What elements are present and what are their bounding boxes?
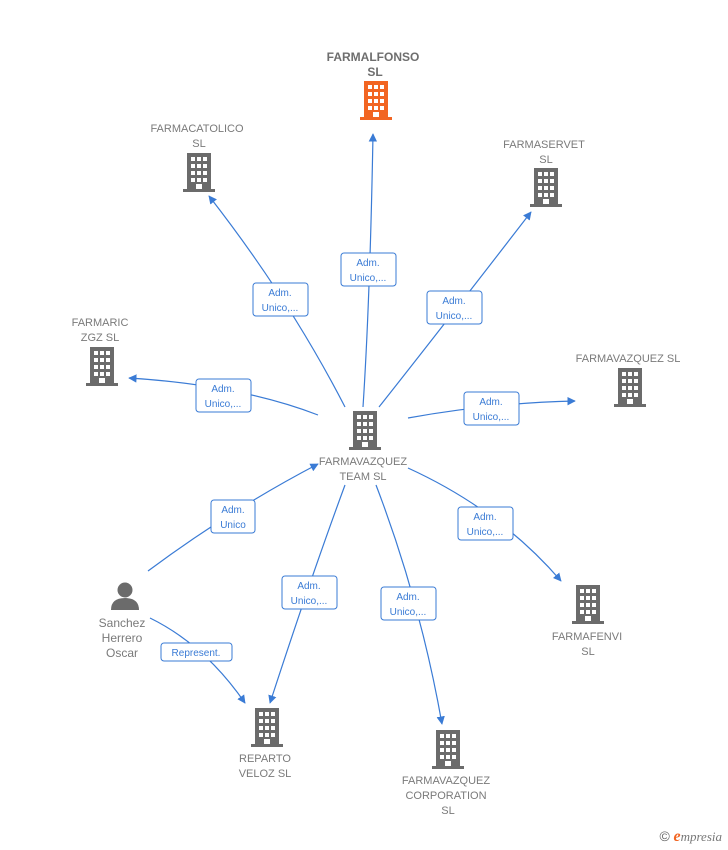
edge-label-farmafenvi[interactable]: Adm. Unico,... [457,506,514,541]
svg-text:FARMAVAZQUEZ SL: FARMAVAZQUEZ SL [576,353,681,365]
building-icon [183,153,215,192]
node-farmavazquez-team[interactable]: FARMAVAZQUEZ TEAM SL [319,411,407,483]
building-icon [251,708,283,747]
svg-text:Adm.: Adm. [479,397,502,408]
building-icon [86,347,118,386]
edge-label-sanchez-reparto[interactable]: Represent. [160,642,233,662]
svg-text:FARMAVAZQUEZ: FARMAVAZQUEZ [402,775,490,787]
svg-text:Unico,...: Unico,... [436,311,473,322]
svg-text:SL: SL [441,805,454,817]
building-icon [349,411,381,450]
edge-label-sanchez-team[interactable]: Adm. Unico [210,499,256,534]
svg-text:Unico,...: Unico,... [291,596,328,607]
svg-text:Adm.: Adm. [268,288,291,299]
edge-label-farmalfonso[interactable]: Adm. Unico,... [340,252,397,287]
copyright-symbol: © [659,828,670,844]
svg-text:Unico,...: Unico,... [390,607,427,618]
edge-label-reparto[interactable]: Adm. Unico,... [281,575,338,610]
svg-text:Adm.: Adm. [442,296,465,307]
edge-label-farmavazquez[interactable]: Adm. Unico,... [463,391,520,426]
svg-text:CORPORATION: CORPORATION [405,790,486,802]
node-farmalfonso[interactable]: FARMALFONSO SL [327,50,420,120]
node-farmafenvi[interactable]: FARMAFENVI SL [552,585,622,658]
building-icon [614,368,646,407]
svg-text:REPARTO: REPARTO [239,753,291,765]
svg-text:Herrero: Herrero [102,631,143,645]
building-icon [530,168,562,207]
empresia-footer: © empresia [660,828,722,846]
svg-text:Adm.: Adm. [473,512,496,523]
svg-text:Adm.: Adm. [396,592,419,603]
node-farmaservet[interactable]: FARMASERVET SL [503,139,585,207]
svg-text:FARMACATOLICO: FARMACATOLICO [150,123,244,135]
svg-text:FARMAVAZQUEZ: FARMAVAZQUEZ [319,456,407,468]
building-icon [572,585,604,624]
svg-text:Adm.: Adm. [356,258,379,269]
svg-text:FARMARIC: FARMARIC [72,317,129,329]
svg-text:VELOZ SL: VELOZ SL [239,768,292,780]
node-reparto-veloz[interactable]: REPARTO VELOZ SL [239,708,292,780]
svg-text:Oscar: Oscar [106,646,138,660]
svg-text:Unico,...: Unico,... [350,273,387,284]
node-farmavazquez[interactable]: FARMAVAZQUEZ SL [576,353,681,407]
svg-text:Represent.: Represent. [172,648,221,659]
edge-label-farmaservet[interactable]: Adm. Unico,... [426,290,483,325]
svg-text:Unico,...: Unico,... [473,412,510,423]
node-farmacatolico[interactable]: FARMACATOLICO SL [150,123,244,192]
svg-text:Unico,...: Unico,... [262,303,299,314]
svg-text:FARMASERVET: FARMASERVET [503,139,585,151]
svg-text:Unico,...: Unico,... [205,399,242,410]
edge-label-corporation[interactable]: Adm. Unico,... [380,586,437,621]
svg-text:Adm.: Adm. [297,581,320,592]
svg-text:Unico: Unico [220,520,246,531]
node-sanchez-herrero-oscar[interactable]: Sanchez Herrero Oscar [99,582,146,661]
svg-text:FARMALFONSO: FARMALFONSO [327,50,420,64]
building-icon [360,81,392,120]
edge-label-farmaric[interactable]: Adm. Unico,... [195,378,252,413]
svg-text:SL: SL [539,154,552,166]
svg-text:SL: SL [367,65,382,79]
node-farmaric[interactable]: FARMARIC ZGZ SL [72,317,129,386]
brand-logo-initial: e [673,828,681,845]
svg-text:Adm.: Adm. [211,384,234,395]
edge-label-farmacatolico[interactable]: Adm. Unico,... [252,282,309,317]
svg-text:SL: SL [581,646,594,658]
svg-text:TEAM SL: TEAM SL [339,471,386,483]
svg-text:Unico,...: Unico,... [467,527,504,538]
node-farmavazquez-corporation[interactable]: FARMAVAZQUEZ CORPORATION SL [402,730,490,817]
brand-logo-text: mpresia [680,829,722,844]
svg-text:Sanchez: Sanchez [99,616,146,630]
building-icon [432,730,464,769]
svg-text:ZGZ SL: ZGZ SL [81,332,120,344]
svg-text:SL: SL [192,138,205,150]
person-icon [111,582,139,610]
svg-text:Adm.: Adm. [221,505,244,516]
svg-text:FARMAFENVI: FARMAFENVI [552,631,622,643]
